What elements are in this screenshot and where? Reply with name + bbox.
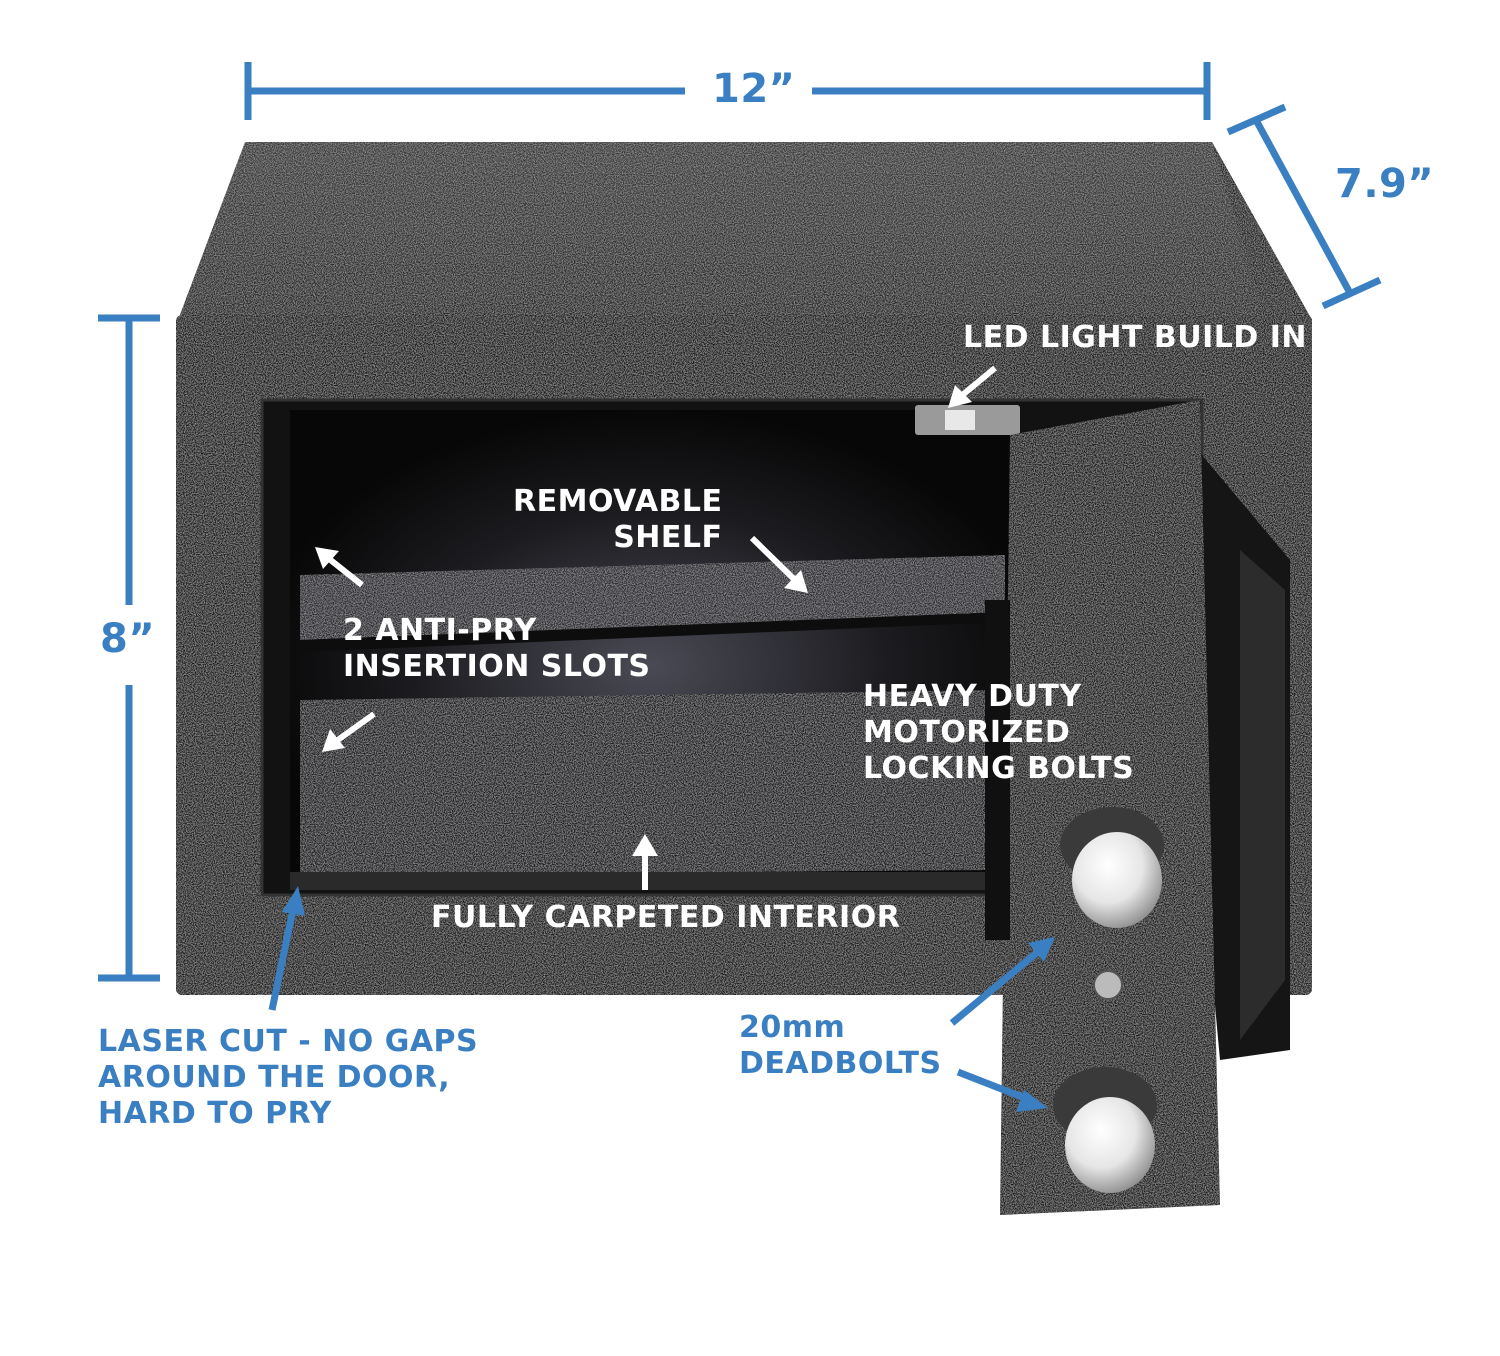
bolts-callout-line-3: LOCKING BOLTS: [863, 751, 1135, 786]
height-dimension-label: 8”: [100, 616, 156, 662]
bolts-callout-line-2: MOTORIZED: [863, 715, 1071, 750]
door-edge: [985, 600, 1010, 940]
shelf-edge: [300, 612, 1005, 652]
deadbolts-callout: 20mm DEADBOLTS: [739, 1010, 942, 1082]
depth-dimension-line: [1226, 103, 1382, 310]
depth-dimension-label: 7.9”: [1335, 161, 1435, 207]
bolts-callout-line-1: HEAVY DUTY: [863, 679, 1082, 714]
door-screw: [1093, 970, 1123, 1000]
shelf-arrow: [749, 535, 808, 593]
laser-callout-line-1: LASER CUT - NO GAPS: [98, 1024, 479, 1059]
led-arrow: [948, 365, 997, 408]
led-light-lens: [945, 410, 975, 430]
laser-callout-line-3: HARD TO PRY: [98, 1096, 332, 1131]
removable-shelf: [300, 555, 1005, 640]
deadbolt-top: [1060, 807, 1164, 928]
laser-callout: LASER CUT - NO GAPS AROUND THE DOOR, HAR…: [98, 1024, 478, 1132]
deadbolt-arrow-top: [949, 937, 1055, 1026]
width-dimension-line: [244, 62, 1211, 120]
laser-callout-line-2: AROUND THE DOOR,: [98, 1060, 451, 1095]
deadbolts-callout-line-2: DEADBOLTS: [739, 1046, 942, 1081]
bolts-callout: HEAVY DUTY MOTORIZED LOCKING BOLTS: [863, 679, 1134, 787]
anti-pry-callout-line-2: INSERTION SLOTS: [343, 649, 651, 684]
deadbolt-arrow-bottom: [956, 1068, 1048, 1112]
slot-arrow-bottom: [322, 711, 376, 752]
shelf-callout: REMOVABLE SHELF: [513, 484, 723, 556]
anti-pry-callout: 2 ANTI-PRY INSERTION SLOTS: [343, 613, 651, 685]
width-dimension-label: 12”: [712, 66, 796, 112]
shelf-callout-line-1: REMOVABLE: [513, 484, 723, 519]
led-callout: LED LIGHT BUILD IN: [963, 320, 1307, 355]
shelf-callout-line-2: SHELF: [613, 520, 723, 555]
safe-top: [178, 142, 1312, 320]
deadbolts-callout-line-1: 20mm: [739, 1010, 846, 1045]
door-lip: [290, 872, 990, 890]
height-dimension-line: [98, 314, 160, 982]
carpet-floor: [300, 690, 1000, 875]
keypad-panel: [1240, 550, 1285, 1040]
carpet-callout: FULLY CARPETED INTERIOR: [431, 900, 901, 935]
laser-arrow: [268, 886, 305, 1011]
anti-pry-callout-line-1: 2 ANTI-PRY: [343, 613, 537, 648]
deadbolt-bottom: [1053, 1067, 1157, 1193]
slot-arrow-top: [315, 547, 364, 588]
carpet-arrow: [632, 834, 658, 890]
